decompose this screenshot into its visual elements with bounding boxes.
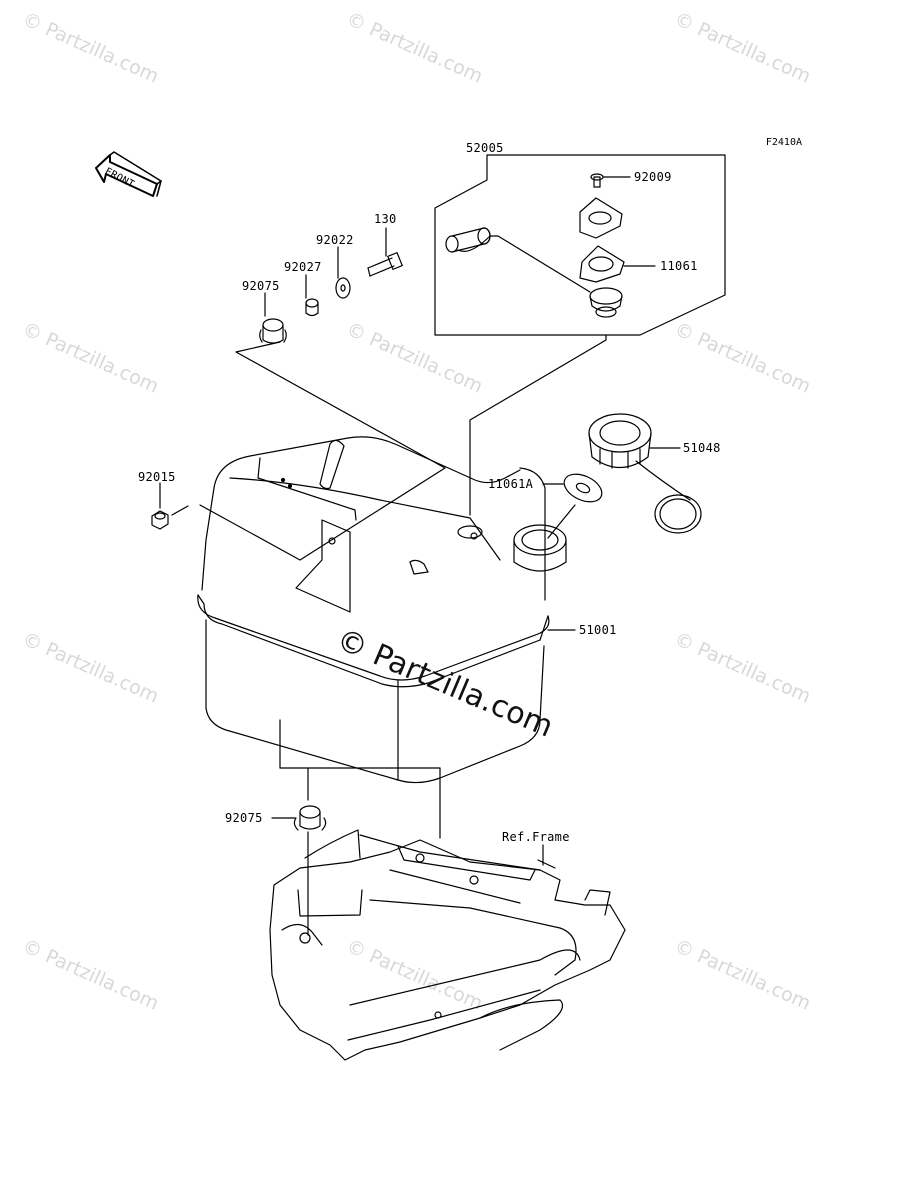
part-label-92009: 92009	[634, 170, 672, 184]
part-label-11061A: 11061A	[488, 477, 534, 491]
grommet-92075-top	[259, 292, 287, 344]
part-label-51001: 51001	[579, 623, 617, 637]
gasket-11061	[579, 245, 656, 283]
sender-group-bracket	[434, 154, 726, 336]
part-label-51048: 51048	[683, 441, 721, 455]
fuel-tank-51001	[197, 436, 576, 784]
part-label-52005: 52005	[466, 141, 504, 155]
figure-code: F2410A	[765, 137, 802, 148]
part-label-92075-bottom: 92075	[225, 811, 263, 825]
cap-gasket-ring	[654, 494, 702, 534]
screw-92009	[590, 173, 631, 188]
part-label-92015: 92015	[138, 470, 176, 484]
retainer-plate	[579, 197, 623, 239]
part-label-92022: 92022	[316, 233, 354, 247]
fuel-cap-51048	[588, 413, 691, 501]
collar-92027	[305, 274, 319, 317]
nut-92015	[151, 482, 189, 530]
part-label-11061: 11061	[660, 259, 698, 273]
ref-frame-label: Ref.Frame	[502, 830, 570, 844]
reference-frame	[269, 829, 626, 1061]
part-label-92027: 92027	[284, 260, 322, 274]
grommet-92075-bottom	[271, 805, 327, 936]
part-label-92075-top: 92075	[242, 279, 280, 293]
bolt-130	[367, 227, 403, 277]
fuel-sender-unit	[445, 227, 623, 318]
front-arrow-icon	[95, 151, 162, 197]
part-label-130: 130	[374, 212, 397, 226]
gasket-11061A	[542, 473, 603, 539]
washer-92022	[335, 246, 351, 299]
